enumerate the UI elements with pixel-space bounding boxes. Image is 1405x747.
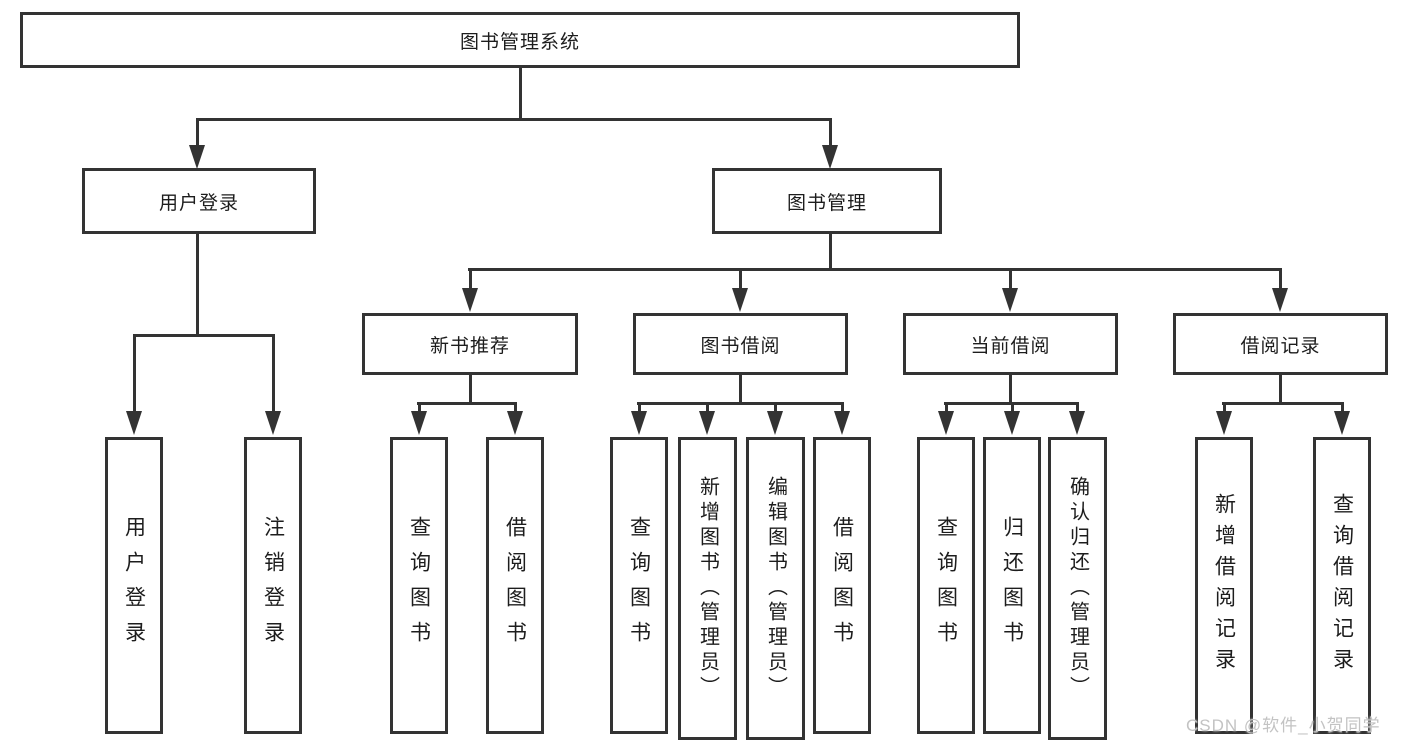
connector-line <box>1222 402 1343 405</box>
node-label: 新增借阅记录 <box>1212 492 1236 679</box>
node-label: 归还图书 <box>1000 515 1024 656</box>
connector-line <box>774 402 777 414</box>
arrow-down-icon <box>767 411 783 435</box>
arrow-down-icon <box>126 411 142 435</box>
node-label: 图书借阅 <box>700 335 781 357</box>
arrow-down-icon <box>822 145 838 169</box>
connector-line <box>1279 375 1282 405</box>
node-label: 借阅图书 <box>503 515 527 656</box>
node-label: 新书推荐 <box>429 335 510 357</box>
connector-line <box>1076 402 1079 414</box>
connector-line <box>468 268 1282 271</box>
connector-line <box>272 334 275 412</box>
node-user-login: 用户登录 <box>82 168 316 234</box>
node-label: 图书管理 <box>786 192 867 214</box>
connector-line <box>418 402 421 414</box>
connector-line <box>1009 375 1012 405</box>
connector-line <box>196 118 199 146</box>
connector-line <box>133 334 136 412</box>
arrow-down-icon <box>1069 411 1085 435</box>
arrow-down-icon <box>265 411 281 435</box>
connector-line <box>638 402 641 414</box>
leaf-query-books-current: 查询图书 <box>917 437 975 734</box>
node-label: 查询图书 <box>627 515 651 656</box>
node-book-management: 图书管理 <box>712 168 942 234</box>
node-new-book-recommend: 新书推荐 <box>362 313 578 375</box>
leaf-query-borrow-record: 查询借阅记录 <box>1313 437 1371 734</box>
connector-line <box>469 268 472 290</box>
arrow-down-icon <box>462 288 478 312</box>
connector-line <box>829 234 832 271</box>
arrow-down-icon <box>411 411 427 435</box>
node-label: 用户登录 <box>158 192 239 214</box>
arrow-down-icon <box>507 411 523 435</box>
node-borrow-records: 借阅记录 <box>1173 313 1388 375</box>
connector-line <box>706 402 709 414</box>
connector-line <box>1223 402 1226 414</box>
arrow-down-icon <box>699 411 715 435</box>
leaf-query-books-borrowing: 查询图书 <box>610 437 668 734</box>
leaf-borrow-books-borrowing: 借阅图书 <box>813 437 871 734</box>
connector-line <box>637 402 844 405</box>
arrow-down-icon <box>1002 288 1018 312</box>
node-label: 借阅记录 <box>1240 335 1321 357</box>
connector-line <box>1279 268 1282 290</box>
arrow-down-icon <box>189 145 205 169</box>
node-label: 查询图书 <box>407 515 431 656</box>
leaf-add-book-admin: 新增图书（管理员） <box>678 437 737 740</box>
node-label: 编辑图书（管理员） <box>764 476 787 701</box>
connector-line <box>945 402 948 414</box>
node-label: 查询图书 <box>934 515 958 656</box>
arrow-down-icon <box>1004 411 1020 435</box>
connector-line <box>829 118 832 146</box>
connector-line <box>1009 268 1012 290</box>
connector-line <box>196 234 199 337</box>
connector-line <box>514 402 517 414</box>
leaf-user-login: 用户登录 <box>105 437 163 734</box>
arrow-down-icon <box>631 411 647 435</box>
csdn-watermark: CSDN @软件_小贺同学 <box>1186 716 1381 735</box>
leaf-add-borrow-record: 新增借阅记录 <box>1195 437 1253 734</box>
leaf-return-book: 归还图书 <box>983 437 1041 734</box>
connector-line <box>739 375 742 405</box>
arrow-down-icon <box>732 288 748 312</box>
leaf-confirm-return-admin: 确认归还（管理员） <box>1048 437 1107 740</box>
leaf-logout: 注销登录 <box>244 437 302 734</box>
arrow-down-icon <box>1334 411 1350 435</box>
arrow-down-icon <box>1272 288 1288 312</box>
connector-line <box>469 375 472 405</box>
node-label: 当前借阅 <box>970 335 1051 357</box>
arrow-down-icon <box>938 411 954 435</box>
connector-line <box>196 118 832 121</box>
node-label: 新增图书（管理员） <box>696 476 719 701</box>
leaf-query-books-recommend: 查询图书 <box>390 437 448 734</box>
arrow-down-icon <box>1216 411 1232 435</box>
node-label: 确认归还（管理员） <box>1066 476 1089 701</box>
connector-line <box>1011 402 1014 414</box>
node-label: 借阅图书 <box>830 515 854 656</box>
arrow-down-icon <box>834 411 850 435</box>
node-current-borrowing: 当前借阅 <box>903 313 1118 375</box>
connector-line <box>1341 402 1344 414</box>
leaf-edit-book-admin: 编辑图书（管理员） <box>746 437 805 740</box>
node-label: 用户登录 <box>122 515 146 656</box>
node-book-borrowing: 图书借阅 <box>633 313 848 375</box>
node-label: 查询借阅记录 <box>1330 492 1354 679</box>
connector-line <box>417 402 517 405</box>
node-root-system: 图书管理系统 <box>20 12 1020 68</box>
connector-line <box>739 268 742 290</box>
connector-line <box>841 402 844 414</box>
node-label: 图书管理系统 <box>459 31 580 53</box>
connector-line <box>519 68 522 120</box>
leaf-borrow-books-recommend: 借阅图书 <box>486 437 544 734</box>
connector-line <box>133 334 275 337</box>
node-label: 注销登录 <box>261 515 285 656</box>
